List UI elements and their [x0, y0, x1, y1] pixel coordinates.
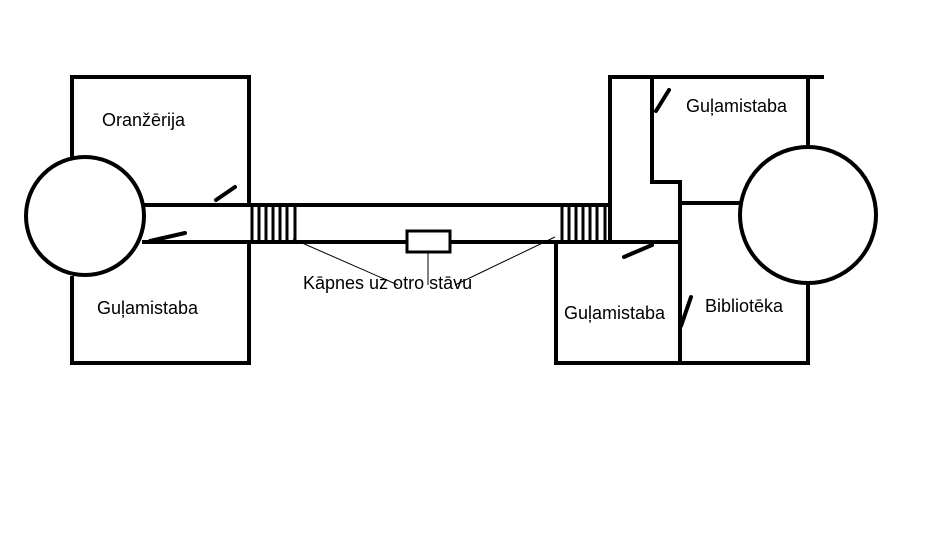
stairs-pointer-lines: [292, 236, 556, 286]
right-round-tower: [738, 145, 878, 285]
left-bedroom-walls: [70, 240, 251, 365]
left-wing: [24, 75, 251, 365]
library-door: [679, 295, 693, 328]
bottom-right-bedroom-door: [622, 243, 654, 259]
top-right-bedroom-label: Guļamistaba: [686, 96, 788, 116]
right-outer-top-wall: [608, 75, 824, 244]
library-label: Bibliotēka: [705, 296, 784, 316]
stairs-label: Kāpnes uz otro stāvu: [303, 273, 472, 293]
right-lower-walls: [554, 240, 810, 365]
top-right-bedroom-door: [654, 88, 671, 113]
bottom-right-bedroom-label: Guļamistaba: [564, 303, 666, 323]
left-bedroom-label: Guļamistaba: [97, 298, 199, 318]
right-wing: [554, 75, 878, 365]
orangery-walls: [70, 75, 251, 207]
right-staircase: [560, 205, 607, 242]
orangery-door: [214, 185, 237, 202]
left-round-tower: [24, 155, 146, 277]
right-inner-wall: [650, 75, 682, 365]
left-staircase: [250, 205, 297, 242]
left-bedroom-door: [148, 231, 187, 243]
center-stair-box: [405, 229, 452, 254]
orangery-label: Oranžērija: [102, 110, 186, 130]
